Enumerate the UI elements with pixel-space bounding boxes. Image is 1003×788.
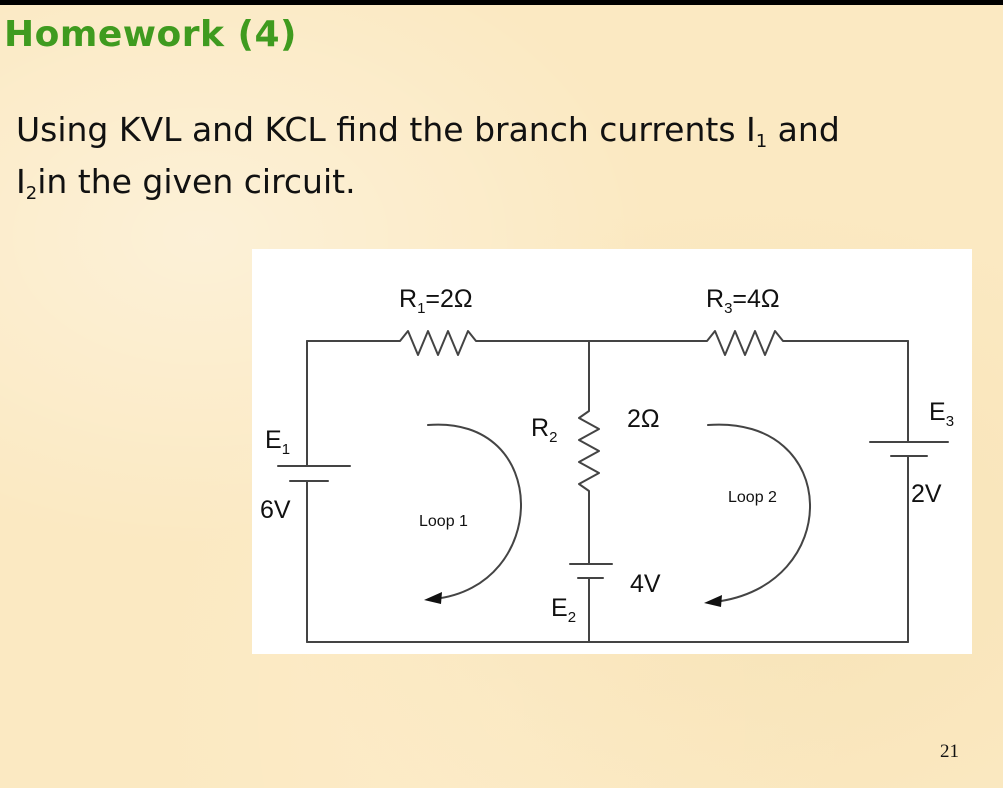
e1-label: E1 xyxy=(265,426,290,458)
page-number: 21 xyxy=(940,741,959,762)
loop-1-arrow xyxy=(427,423,522,600)
circuit-svg: R1=2Ω R3=4Ω R2 2Ω E1 6V E2 4V E3 2V Loop… xyxy=(260,285,954,643)
r3-label: R3=4Ω xyxy=(706,285,780,317)
loop-2-label: Loop 2 xyxy=(728,489,777,506)
loop-2-arrowhead xyxy=(704,595,722,607)
r2-label: R2 xyxy=(531,414,557,446)
loop-1-label: Loop 1 xyxy=(419,513,468,530)
e3-label: E3 xyxy=(929,398,954,430)
wire-top-left xyxy=(306,330,590,356)
problem-statement: Using KVL and KCL find the branch curren… xyxy=(16,104,1001,208)
circuit-diagram: R1=2Ω R3=4Ω R2 2Ω E1 6V E2 4V E3 2V Loop… xyxy=(252,249,972,654)
r2-value: 2Ω xyxy=(627,405,660,433)
loop-1-arrowhead xyxy=(424,592,442,604)
r1-label: R1=2Ω xyxy=(399,285,473,317)
e2-label: E2 xyxy=(551,594,576,626)
e2-value: 4V xyxy=(630,570,661,598)
e1-value: 6V xyxy=(260,496,291,524)
problem-line-1: Using KVL and KCL find the branch curren… xyxy=(16,110,840,152)
wire-middle-upper xyxy=(578,340,600,565)
top-border xyxy=(0,0,1003,5)
slide-title: Homework (4) xyxy=(4,14,297,55)
loop-2-arrow xyxy=(707,423,811,603)
problem-line-2: I2in the given circuit. xyxy=(16,162,356,204)
e3-value: 2V xyxy=(911,480,942,508)
wire-top-right xyxy=(588,330,909,356)
